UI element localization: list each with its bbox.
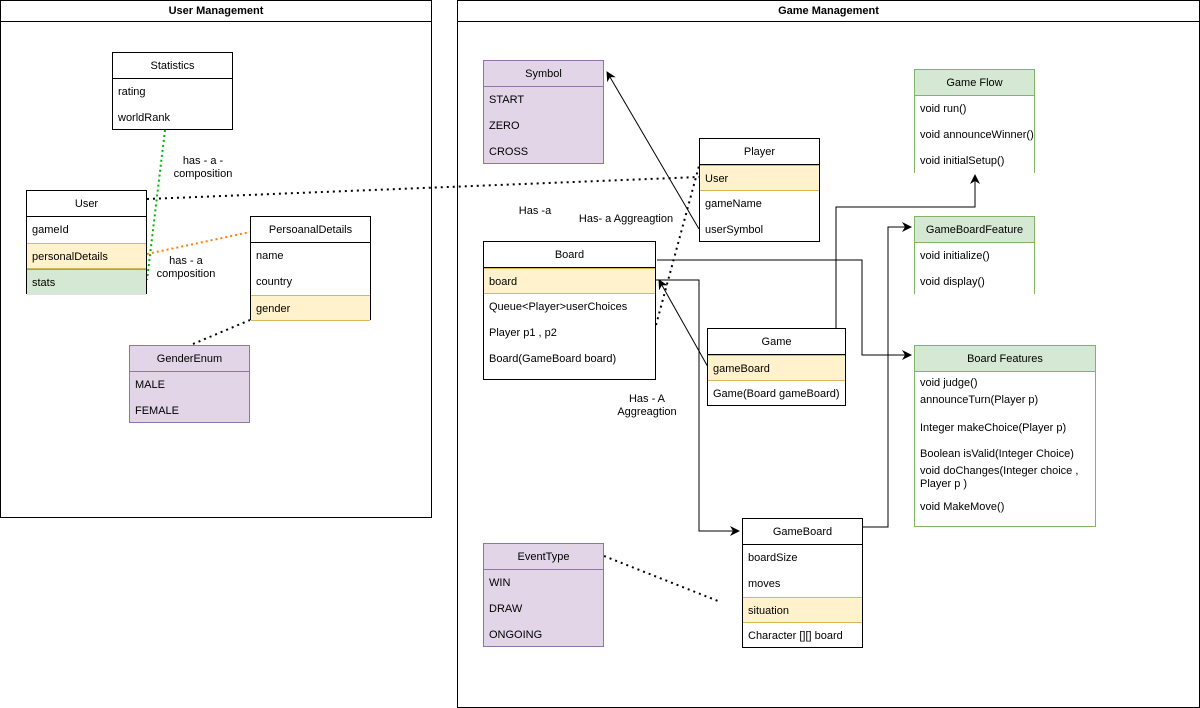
game-board-feature-method-initialize: void initialize() <box>915 243 1034 269</box>
game-flow-method-run: void run() <box>915 96 1034 122</box>
board-features-method-judge: void judge() <box>915 375 1095 392</box>
personal-details-field-country: country <box>256 276 293 288</box>
board-field-players: Player p1 , p2 <box>489 327 557 339</box>
game-flow-method-announcewinner: void announceWinner() <box>915 122 1034 148</box>
board-features-method-announceturn: announceTurn(Player p) <box>915 392 1095 409</box>
statistics-field-rating: rating <box>118 86 146 98</box>
game-board-field-board: Character [][] board <box>748 630 843 642</box>
has-aggregation-label: Has- a Aggreagtion <box>578 213 674 225</box>
user-field-stats: stats <box>27 269 146 295</box>
composition-label-statistics-line2: composition <box>173 168 233 180</box>
board-features-class: Board Features void judge() announceTurn… <box>914 345 1096 527</box>
statistics-field-worldrank: worldRank <box>118 112 170 124</box>
event-type-value-ongoing: ONGOING <box>489 629 543 641</box>
player-field-gamename: gameName <box>705 198 762 210</box>
game-board-field-situation: situation <box>743 597 862 623</box>
personal-details-class-name: PersoanalDetails <box>251 217 370 243</box>
symbol-value-start: START <box>489 94 525 106</box>
board-field-userchoices: Queue<Player>userChoices <box>489 301 628 313</box>
gender-enum-value-female: FEMALE <box>135 405 180 417</box>
event-type-value-win: WIN <box>489 577 511 589</box>
composition-label-personaldetails: has - a composition <box>146 255 226 281</box>
event-type-class: EventType WIN DRAW ONGOING <box>483 543 604 647</box>
board-field-board: board <box>484 268 655 294</box>
gender-enum-class: GenderEnum MALE FEMALE <box>129 345 250 423</box>
game-class: Game gameBoard Game(Board gameBoard) <box>707 328 846 406</box>
player-field-user: User <box>700 165 819 191</box>
game-flow-method-initialsetup: void initialSetup() <box>915 148 1034 174</box>
board-features-method-dochanges: void doChanges(Integer choice , <box>915 463 1095 478</box>
player-field-usersymbol: userSymbol <box>705 224 764 236</box>
gender-enum-class-name: GenderEnum <box>130 346 249 372</box>
game-board-class-name: GameBoard <box>743 519 862 545</box>
has-a-aggregation-label-line1: Has - A <box>628 393 666 405</box>
user-management-title: User Management <box>1 1 431 22</box>
symbol-value-zero: ZERO <box>489 120 520 132</box>
game-field-gameboard: gameBoard <box>708 355 845 381</box>
game-board-class: GameBoard boardSize moves situation Char… <box>742 518 863 648</box>
composition-label-personaldetails-line2: composition <box>156 268 216 280</box>
has-a-aggregation-label-line2: Aggreagtion <box>617 406 677 418</box>
game-flow-class: Game Flow void run() void announceWinner… <box>914 69 1035 174</box>
player-class-name: Player <box>700 139 819 165</box>
board-features-method-makechoice: Integer makeChoice(Player p) <box>915 420 1095 437</box>
gender-enum-value-male: MALE <box>135 379 165 391</box>
game-board-feature-class-name: GameBoardFeature <box>915 217 1034 243</box>
board-features-method-dochanges-cont: Player p ) <box>915 478 1095 493</box>
board-features-class-name: Board Features <box>915 346 1095 372</box>
personal-details-field-gender: gender <box>251 295 370 321</box>
game-management-title: Game Management <box>458 1 1199 22</box>
composition-label-statistics-line1: has - a - <box>182 155 224 167</box>
game-board-field-moves: moves <box>748 578 781 590</box>
has-a-label: Has -a <box>518 205 552 217</box>
user-class-name: User <box>27 191 146 217</box>
game-board-field-boardsize: boardSize <box>748 552 798 564</box>
symbol-value-cross: CROSS <box>489 146 529 158</box>
user-field-personaldetails: personalDetails <box>27 243 146 269</box>
has-a-aggregation-label: Has - A Aggreagtion <box>607 393 687 419</box>
board-features-method-makemove: void MakeMove() <box>915 499 1095 516</box>
game-flow-class-name: Game Flow <box>915 70 1034 96</box>
personal-details-class: PersoanalDetails name country gender <box>250 216 371 321</box>
game-class-name: Game <box>708 329 845 355</box>
user-field-gameid: gameId <box>32 224 69 236</box>
symbol-class: Symbol START ZERO CROSS <box>483 60 604 164</box>
symbol-class-name: Symbol <box>484 61 603 87</box>
game-board-feature-method-display: void display() <box>915 269 1034 295</box>
player-class: Player User gameName userSymbol <box>699 138 820 242</box>
board-constructor: Board(GameBoard board) <box>489 353 617 365</box>
board-features-method-isvalid: Boolean isValid(Integer Choice) <box>915 446 1095 463</box>
composition-label-statistics: has - a - composition <box>163 155 243 181</box>
board-class-name: Board <box>484 242 655 268</box>
statistics-class-name: Statistics <box>113 53 232 79</box>
board-class: Board board Queue<Player>userChoices Pla… <box>483 241 656 380</box>
composition-label-personaldetails-line1: has - a <box>169 255 203 267</box>
statistics-class: Statistics rating worldRank <box>112 52 233 130</box>
game-constructor: Game(Board gameBoard) <box>713 388 840 400</box>
personal-details-field-name: name <box>256 250 284 262</box>
game-board-feature-class: GameBoardFeature void initialize() void … <box>914 216 1035 295</box>
event-type-class-name: EventType <box>484 544 603 570</box>
event-type-value-draw: DRAW <box>489 603 523 615</box>
user-class: User gameId personalDetails stats <box>26 190 147 295</box>
